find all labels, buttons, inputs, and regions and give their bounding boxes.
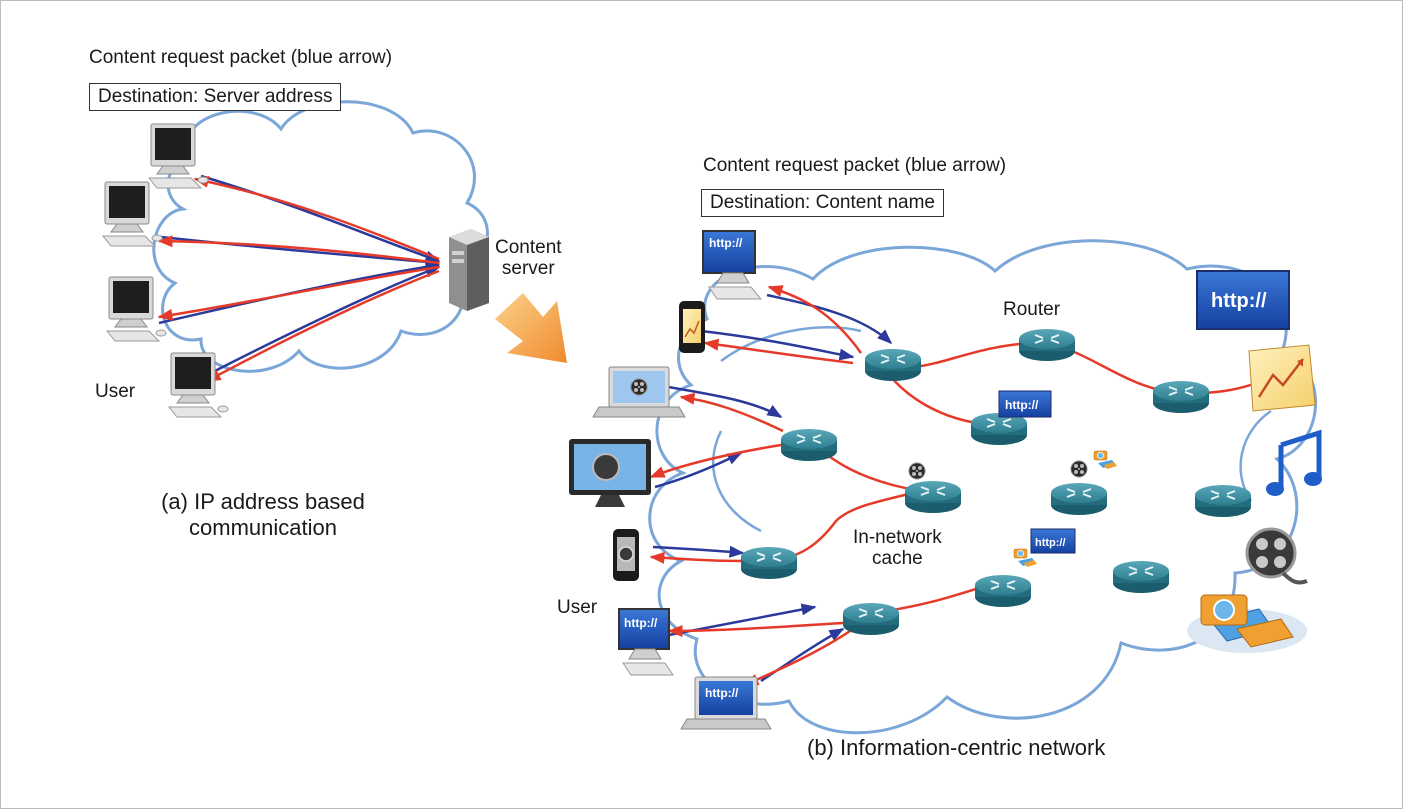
laptop-icon — [592, 366, 686, 418]
caption-a-line1: (a) IP address based — [161, 489, 365, 514]
chart-icon — [1248, 344, 1316, 412]
destination-box-a: Destination: Server address — [89, 83, 342, 111]
in-network-cache-label: In-network cache — [853, 527, 942, 569]
http-icon: http:// — [1196, 270, 1290, 330]
caption-b: (b) Information-centric network — [807, 735, 1106, 760]
request-label-b: Content request packet (blue arrow) — [703, 155, 1007, 176]
router-icon — [970, 412, 1028, 446]
cache-label-line2: cache — [872, 548, 923, 569]
svg-text:http://: http:// — [1211, 290, 1267, 312]
router-icon — [842, 602, 900, 636]
cache-label-line1: In-network — [853, 527, 942, 548]
camera-icon — [1187, 594, 1307, 653]
server-icon — [449, 229, 489, 311]
http-icon: http:// — [1030, 528, 1076, 554]
router-icon — [1112, 560, 1170, 594]
router-icon — [1018, 328, 1076, 362]
desktop-http-icon: http:// — [618, 608, 674, 676]
svg-text:http://: http:// — [1035, 537, 1066, 549]
svg-text:http://: http:// — [705, 686, 739, 700]
router-icon — [1152, 380, 1210, 414]
destination-box-b: Destination: Content name — [701, 189, 944, 217]
transition-arrow — [495, 293, 567, 363]
desktop-computer-icon — [102, 181, 163, 247]
router-icon — [780, 428, 838, 462]
response-arrows-b — [649, 285, 863, 687]
server-label-line1: Content — [495, 237, 562, 258]
http-icon: http:// — [998, 390, 1052, 418]
response-arrows-a — [157, 175, 440, 383]
svg-text:http://: http:// — [709, 236, 743, 250]
request-label-a: Content request packet (blue arrow) — [89, 47, 393, 68]
smartphone-icon — [613, 529, 639, 581]
user-label-a: User — [95, 381, 136, 402]
router-icon — [1050, 482, 1108, 516]
desktop-http-icon: http:// — [702, 230, 763, 300]
caption-a: (a) IP address based communication — [131, 489, 395, 541]
film-reel-icon — [1245, 527, 1308, 585]
router-icon — [904, 480, 962, 514]
cloud-a — [152, 100, 489, 373]
svg-text:http://: http:// — [624, 616, 658, 630]
monitor-icon — [569, 439, 651, 507]
desktop-computer-icon — [106, 276, 167, 342]
smartphone-icon — [679, 301, 705, 353]
film-reel-icon — [1070, 460, 1088, 478]
router-icon — [974, 574, 1032, 608]
user-label-b: User — [557, 597, 598, 618]
router-icon — [864, 348, 922, 382]
svg-text:http://: http:// — [1005, 398, 1039, 412]
router-icon — [740, 546, 798, 580]
server-label-line2: server — [501, 258, 555, 279]
caption-a-line2: communication — [189, 515, 337, 540]
server-label: Content server — [495, 237, 562, 279]
film-reel-icon — [908, 462, 926, 480]
router-label: Router — [1003, 299, 1061, 320]
music-note-icon — [1266, 429, 1322, 496]
router-icon — [1194, 484, 1252, 518]
laptop-http-icon: http:// — [680, 676, 772, 730]
